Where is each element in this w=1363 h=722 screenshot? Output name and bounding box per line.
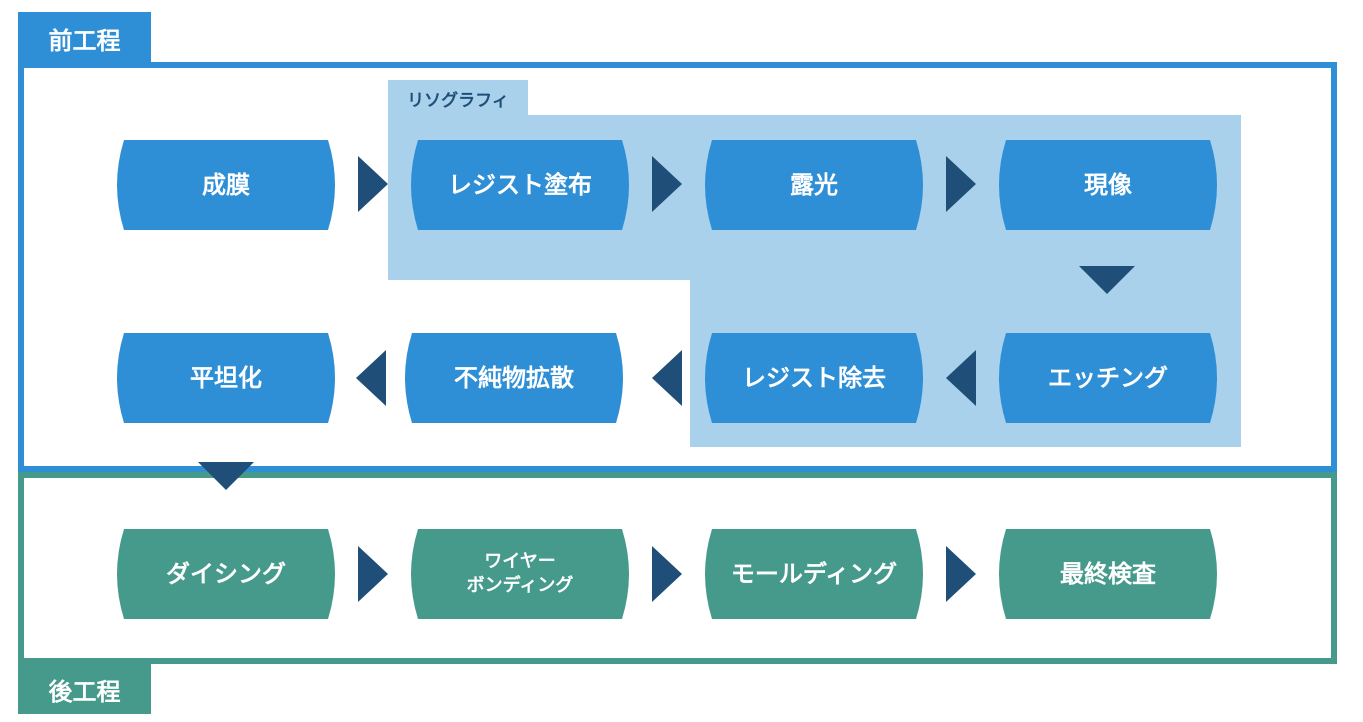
arrow-down-icon: [198, 462, 254, 490]
arrow-left-icon: [652, 350, 682, 406]
step-label: 不純物拡散: [454, 363, 574, 392]
step-film-deposition: 成膜: [113, 140, 339, 230]
arrow-down-icon: [1079, 266, 1135, 294]
step-dicing: ダイシング: [113, 529, 339, 619]
arrow-right-icon: [946, 546, 976, 602]
step-exposure: 露光: [701, 140, 927, 230]
step-planarization: 平坦化: [113, 333, 339, 423]
step-molding: モールディング: [701, 529, 927, 619]
step-label: エッチング: [1048, 363, 1168, 392]
arrow-right-icon: [946, 156, 976, 212]
step-final-inspection: 最終検査: [995, 529, 1221, 619]
step-label: ワイヤー ボンディング: [466, 550, 574, 596]
step-wire-bonding: ワイヤー ボンディング: [407, 529, 633, 619]
step-resist-removal: レジスト除去: [701, 333, 927, 423]
arrow-right-icon: [358, 546, 388, 602]
arrow-right-icon: [652, 546, 682, 602]
step-etching: エッチング: [995, 333, 1221, 423]
front-process-tab: 前工程: [18, 12, 151, 64]
step-resist-coating: レジスト塗布: [407, 140, 633, 230]
lithography-label: リソグラフィ: [388, 80, 528, 116]
arrow-right-icon: [358, 156, 388, 212]
back-process-title: 後工程: [48, 677, 121, 706]
step-label: 成膜: [202, 170, 250, 199]
step-label: レジスト除去: [742, 363, 886, 392]
front-process-title: 前工程: [48, 26, 121, 55]
arrow-left-icon: [356, 350, 386, 406]
step-label: レジスト塗布: [448, 170, 592, 199]
back-process-tab: 後工程: [18, 664, 151, 714]
step-label: ダイシング: [166, 559, 286, 588]
arrow-right-icon: [652, 156, 682, 212]
step-label: 現像: [1084, 170, 1132, 199]
arrow-left-icon: [946, 350, 976, 406]
step-label: 最終検査: [1060, 559, 1156, 588]
step-label: 露光: [790, 170, 838, 199]
step-impurity-diffusion: 不純物拡散: [401, 333, 627, 423]
lithography-label-text: リソグラフィ: [407, 90, 509, 111]
step-label: モールディング: [730, 559, 898, 588]
step-label: 平坦化: [190, 363, 262, 392]
step-development: 現像: [995, 140, 1221, 230]
